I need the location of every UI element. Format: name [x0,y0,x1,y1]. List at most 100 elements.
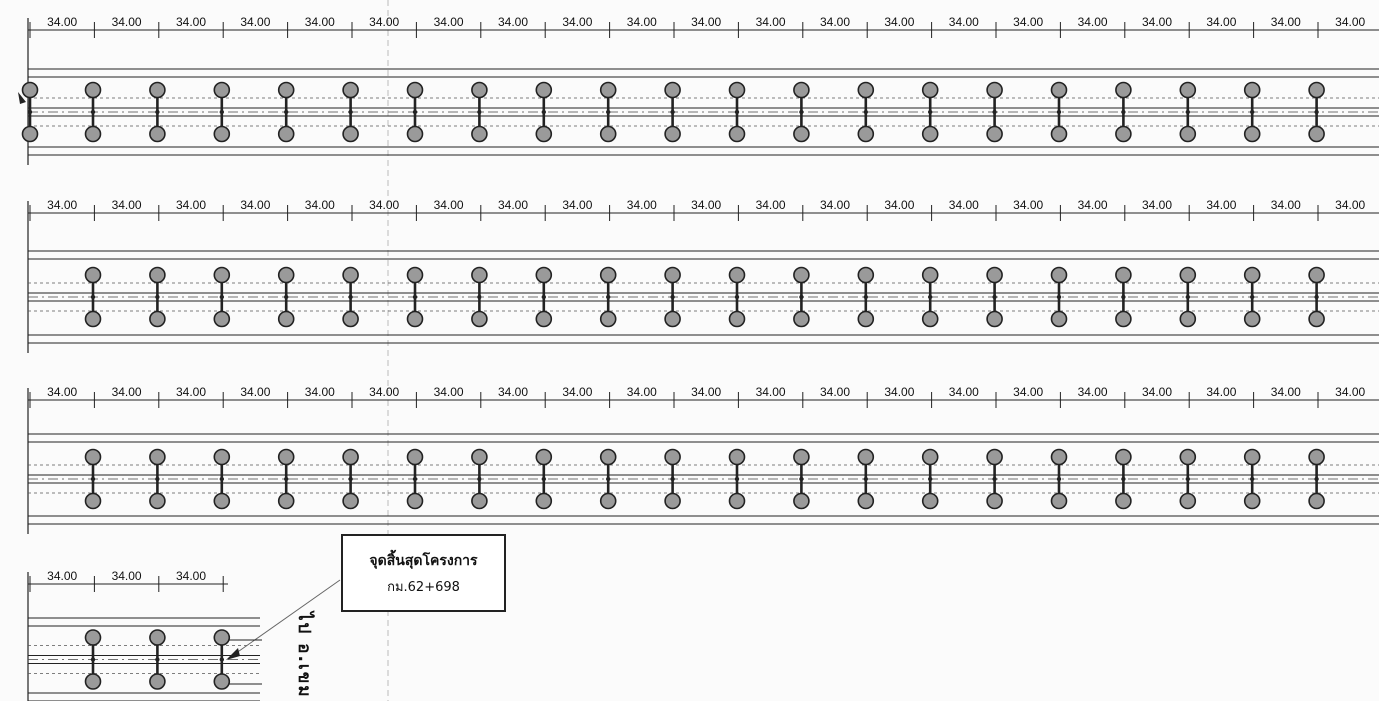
project-end-callout: จุดสิ้นสุดโครงการ กม.62+698 [341,534,506,612]
span-length-label: 34.00 [949,385,979,399]
pole-center-dot [1185,294,1191,300]
pole-bottom-circle [535,125,553,143]
pole-center-dot [284,476,289,482]
pole-top-circle [277,266,295,284]
span-length-label: 34.00 [884,385,914,399]
pole-center-dot [863,109,868,115]
pole-center-dot [670,294,675,300]
pole-center-dot [992,294,997,300]
span-length-label: 34.00 [305,385,335,399]
pole-bottom-circle [277,125,295,143]
pole-bottom-circle [1179,492,1197,510]
span-length-label: 34.00 [112,198,142,212]
pole-bottom-circle [793,125,810,143]
direction-label: ไป อ.เขม [294,612,314,699]
pole-top-circle [1115,448,1132,466]
pole-bottom-circle [986,492,1003,510]
pole-center-dot [412,294,418,300]
pole-top-circle [599,81,617,99]
pole-bottom-circle [277,492,295,510]
pole-center-dot [1250,294,1255,300]
pole-center-dot [734,109,740,115]
pole-top-circle [535,81,553,99]
pole-bottom-circle [21,125,39,143]
pole-bottom-circle [664,492,681,510]
pole-center-dot [928,294,933,300]
span-length-label: 34.00 [47,198,77,212]
pole-center-dot [348,109,353,115]
pole-top-circle [664,448,681,466]
pole-bottom-circle [84,310,102,328]
pole-top-circle [213,81,231,99]
span-length-label: 34.00 [1078,15,1108,29]
span-length-label: 34.00 [1271,385,1301,399]
pole-bottom-circle [277,310,295,328]
span-length-label: 34.00 [498,15,528,29]
pole-top-circle [986,266,1003,284]
pole-bottom-circle [1050,310,1068,328]
pole-bottom-circle [664,310,681,328]
pole-center-dot [799,476,804,482]
pole-bottom-circle [84,492,102,510]
pole-bottom-circle [213,310,231,328]
span-length-label: 34.00 [1013,198,1043,212]
pole-center-dot [477,109,482,115]
span-length-label: 34.00 [434,198,464,212]
span-length-label: 34.00 [1078,385,1108,399]
pole-center-dot [284,294,289,300]
pole-bottom-circle [728,125,746,143]
pole-bottom-circle [535,310,553,328]
pole-center-dot [541,109,546,115]
pole-center-dot [219,657,224,662]
end-arrow [226,648,240,660]
pole-top-circle [664,81,681,99]
pole-bottom-circle [793,492,810,510]
pole-bottom-circle [406,310,424,328]
span-length-label: 34.00 [1335,385,1365,399]
pole-top-circle [793,448,810,466]
span-length-label: 34.00 [1206,198,1236,212]
pole-bottom-circle [857,125,875,143]
span-length-label: 34.00 [884,198,914,212]
pole-center-dot [1314,294,1319,300]
span-length-label: 34.00 [756,198,786,212]
span-length-label: 34.00 [112,15,142,29]
pole-top-circle [277,81,295,99]
pole-bottom-circle [1308,125,1325,143]
pole-bottom-circle [793,310,810,328]
span-length-label: 34.00 [820,15,850,29]
pole-center-dot [992,476,997,482]
pole-bottom-circle [986,310,1003,328]
span-length-label: 34.00 [1142,198,1172,212]
pole-center-dot [1121,109,1126,115]
pole-bottom-circle [921,492,939,510]
pole-center-dot [1056,294,1062,300]
pole-bottom-circle [1179,125,1197,143]
pole-bottom-circle [986,125,1003,143]
pole-top-circle [1308,448,1325,466]
span-length-label: 34.00 [1206,385,1236,399]
pole-top-circle [1243,81,1261,99]
pole-center-dot [863,476,868,482]
pole-top-circle [599,448,617,466]
pole-bottom-circle [1050,125,1068,143]
pole-top-circle [1308,81,1325,99]
span-length-label: 34.00 [949,15,979,29]
pole-center-dot [155,294,160,300]
pole-center-dot [90,294,96,300]
span-length-label: 34.00 [691,385,721,399]
span-length-label: 34.00 [434,385,464,399]
span-length-label: 34.00 [1271,15,1301,29]
pole-top-circle [1115,81,1132,99]
pole-bottom-circle [1308,492,1325,510]
pole-center-dot [219,294,224,300]
pole-top-circle [84,629,102,646]
pole-top-circle [277,448,295,466]
pole-center-dot [928,476,933,482]
pole-bottom-circle [1050,492,1068,510]
pole-center-dot [799,109,804,115]
pole-top-circle [1308,266,1325,284]
span-length-label: 34.00 [1013,15,1043,29]
pole-bottom-circle [728,492,746,510]
span-length-label: 34.00 [305,198,335,212]
